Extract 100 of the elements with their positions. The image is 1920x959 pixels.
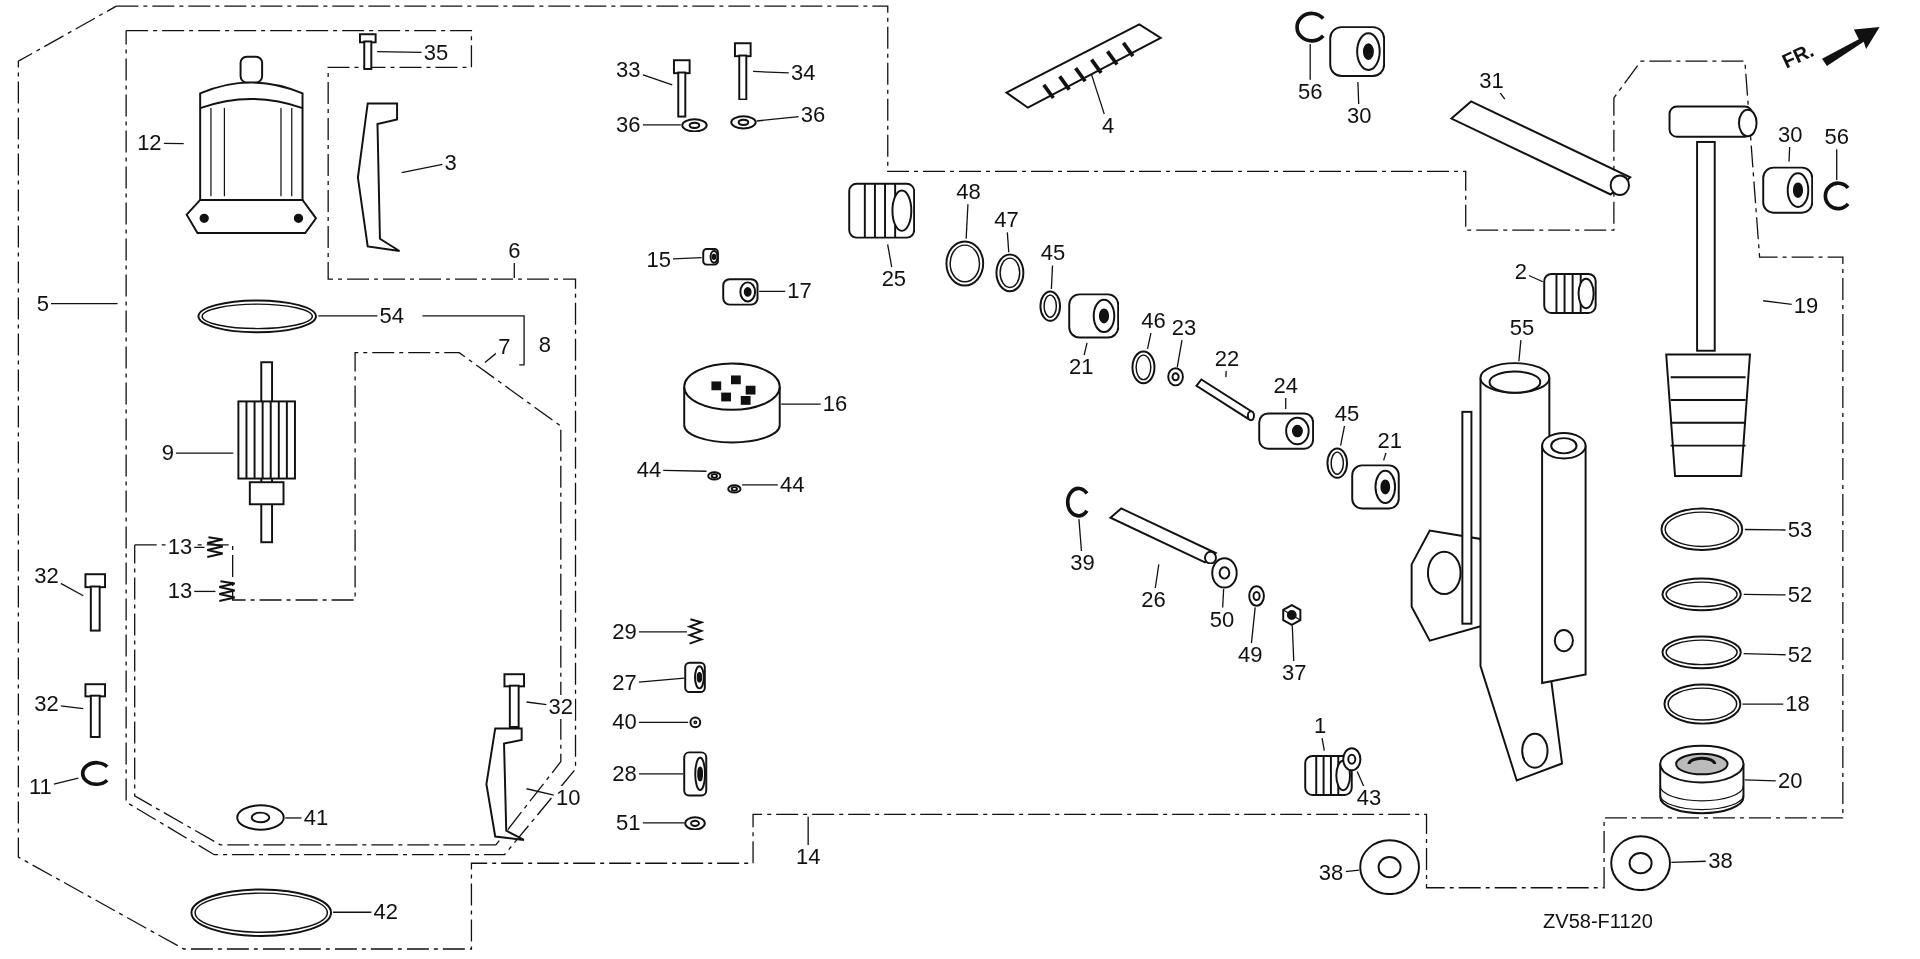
leader-line xyxy=(1670,860,1707,863)
leader-line xyxy=(1741,703,1784,705)
leader-line xyxy=(60,582,84,597)
washer-drawing xyxy=(1211,557,1238,589)
leader-line xyxy=(1146,332,1152,350)
leader-line xyxy=(193,546,206,548)
leader-line xyxy=(1382,452,1387,462)
bolt-drawing xyxy=(733,41,754,101)
leader-line xyxy=(758,290,786,293)
leader-line xyxy=(284,817,303,819)
leader-line xyxy=(1225,370,1227,378)
washer-drawing xyxy=(706,470,722,481)
leader-line xyxy=(1743,653,1787,656)
leader-line xyxy=(175,452,234,454)
leader-line xyxy=(1499,92,1506,100)
callout-number: 8 xyxy=(538,332,551,359)
leader-line xyxy=(756,115,800,122)
leader-line xyxy=(807,816,809,846)
leader-line xyxy=(638,677,686,683)
leader-line xyxy=(162,142,185,145)
spring-pin-drawing xyxy=(1004,22,1164,111)
o-ring xyxy=(1659,505,1745,553)
leader-line xyxy=(662,469,708,472)
leader-line xyxy=(641,74,673,86)
leader-line xyxy=(965,203,969,240)
leader-line xyxy=(1222,588,1225,609)
leader-line xyxy=(1250,606,1256,644)
bolt-drawing xyxy=(83,573,108,632)
leader-line xyxy=(525,788,555,796)
leader-line xyxy=(513,262,515,279)
valve-drawing xyxy=(722,275,760,308)
o-ring xyxy=(1661,682,1743,727)
bolt-drawing xyxy=(502,672,527,728)
plate-washer-drawing xyxy=(1610,835,1672,892)
leader-line xyxy=(1176,339,1183,368)
bracket-drawing xyxy=(482,725,527,842)
leader-line xyxy=(638,631,688,633)
shaft-drawing xyxy=(1448,99,1633,198)
washer-drawing xyxy=(727,484,743,494)
valve-cap-drawing xyxy=(701,247,719,267)
washer-drawing xyxy=(729,115,757,130)
leader-line xyxy=(641,124,682,126)
leader-line xyxy=(1743,593,1787,596)
leader-line xyxy=(741,484,779,486)
leader-line xyxy=(484,352,497,364)
leader-line xyxy=(887,243,893,268)
bolt-drawing xyxy=(83,682,108,738)
leader-line xyxy=(53,777,79,785)
o-ring xyxy=(1038,288,1063,324)
leader-line xyxy=(672,256,703,260)
o-ring xyxy=(994,252,1027,294)
leader-line xyxy=(1788,146,1791,163)
o-ring xyxy=(944,238,986,288)
o-ring xyxy=(1130,348,1158,386)
leader-line xyxy=(752,70,790,74)
washer-drawing xyxy=(1342,746,1362,772)
o-ring xyxy=(188,886,334,938)
leader-line xyxy=(317,315,379,317)
bolt-drawing xyxy=(672,58,692,118)
leader-line xyxy=(193,590,217,593)
bolt-drawing xyxy=(357,33,378,70)
direction-label: FR. xyxy=(1778,39,1817,74)
o-ring xyxy=(1660,575,1744,613)
leader-line xyxy=(1357,81,1360,105)
leader-line xyxy=(638,773,684,775)
valve-stem-drawing xyxy=(1193,377,1256,422)
leader-line xyxy=(400,163,444,174)
leader-line xyxy=(1090,74,1105,115)
washer-drawing xyxy=(1247,585,1265,608)
leader-line xyxy=(1344,869,1360,873)
leader-line xyxy=(60,705,84,710)
washer-drawing xyxy=(1166,367,1185,387)
leader-line xyxy=(1285,397,1287,410)
leader-line xyxy=(1083,342,1088,356)
valve-stem-drawing xyxy=(1108,505,1219,565)
o-ring xyxy=(688,715,703,730)
leader-line xyxy=(1321,737,1325,752)
leader-line xyxy=(638,721,689,724)
leader-line xyxy=(332,911,373,913)
leader-line xyxy=(376,50,423,54)
leader-line xyxy=(1744,779,1777,782)
seal-drawing xyxy=(236,804,286,832)
o-ring xyxy=(195,297,319,335)
o-ring xyxy=(1324,445,1350,480)
washer-drawing xyxy=(684,815,707,831)
leader-line xyxy=(1836,148,1838,181)
leader-line xyxy=(1006,231,1010,253)
washer-drawing xyxy=(680,117,708,133)
callout-number: 32 xyxy=(546,694,576,719)
o-ring xyxy=(1660,634,1744,671)
leader-line xyxy=(1309,43,1311,81)
drawing-code: ZV58-F1120 xyxy=(1543,909,1653,933)
nut-drawing xyxy=(1282,603,1302,626)
leader-line xyxy=(1291,625,1295,663)
leader-line xyxy=(1762,300,1793,305)
cylinder-body-drawing xyxy=(1408,361,1590,785)
leader-line xyxy=(1154,563,1160,589)
leader-line xyxy=(641,822,686,824)
piston-cap-drawing xyxy=(1659,742,1745,816)
leader-line xyxy=(1528,274,1544,283)
